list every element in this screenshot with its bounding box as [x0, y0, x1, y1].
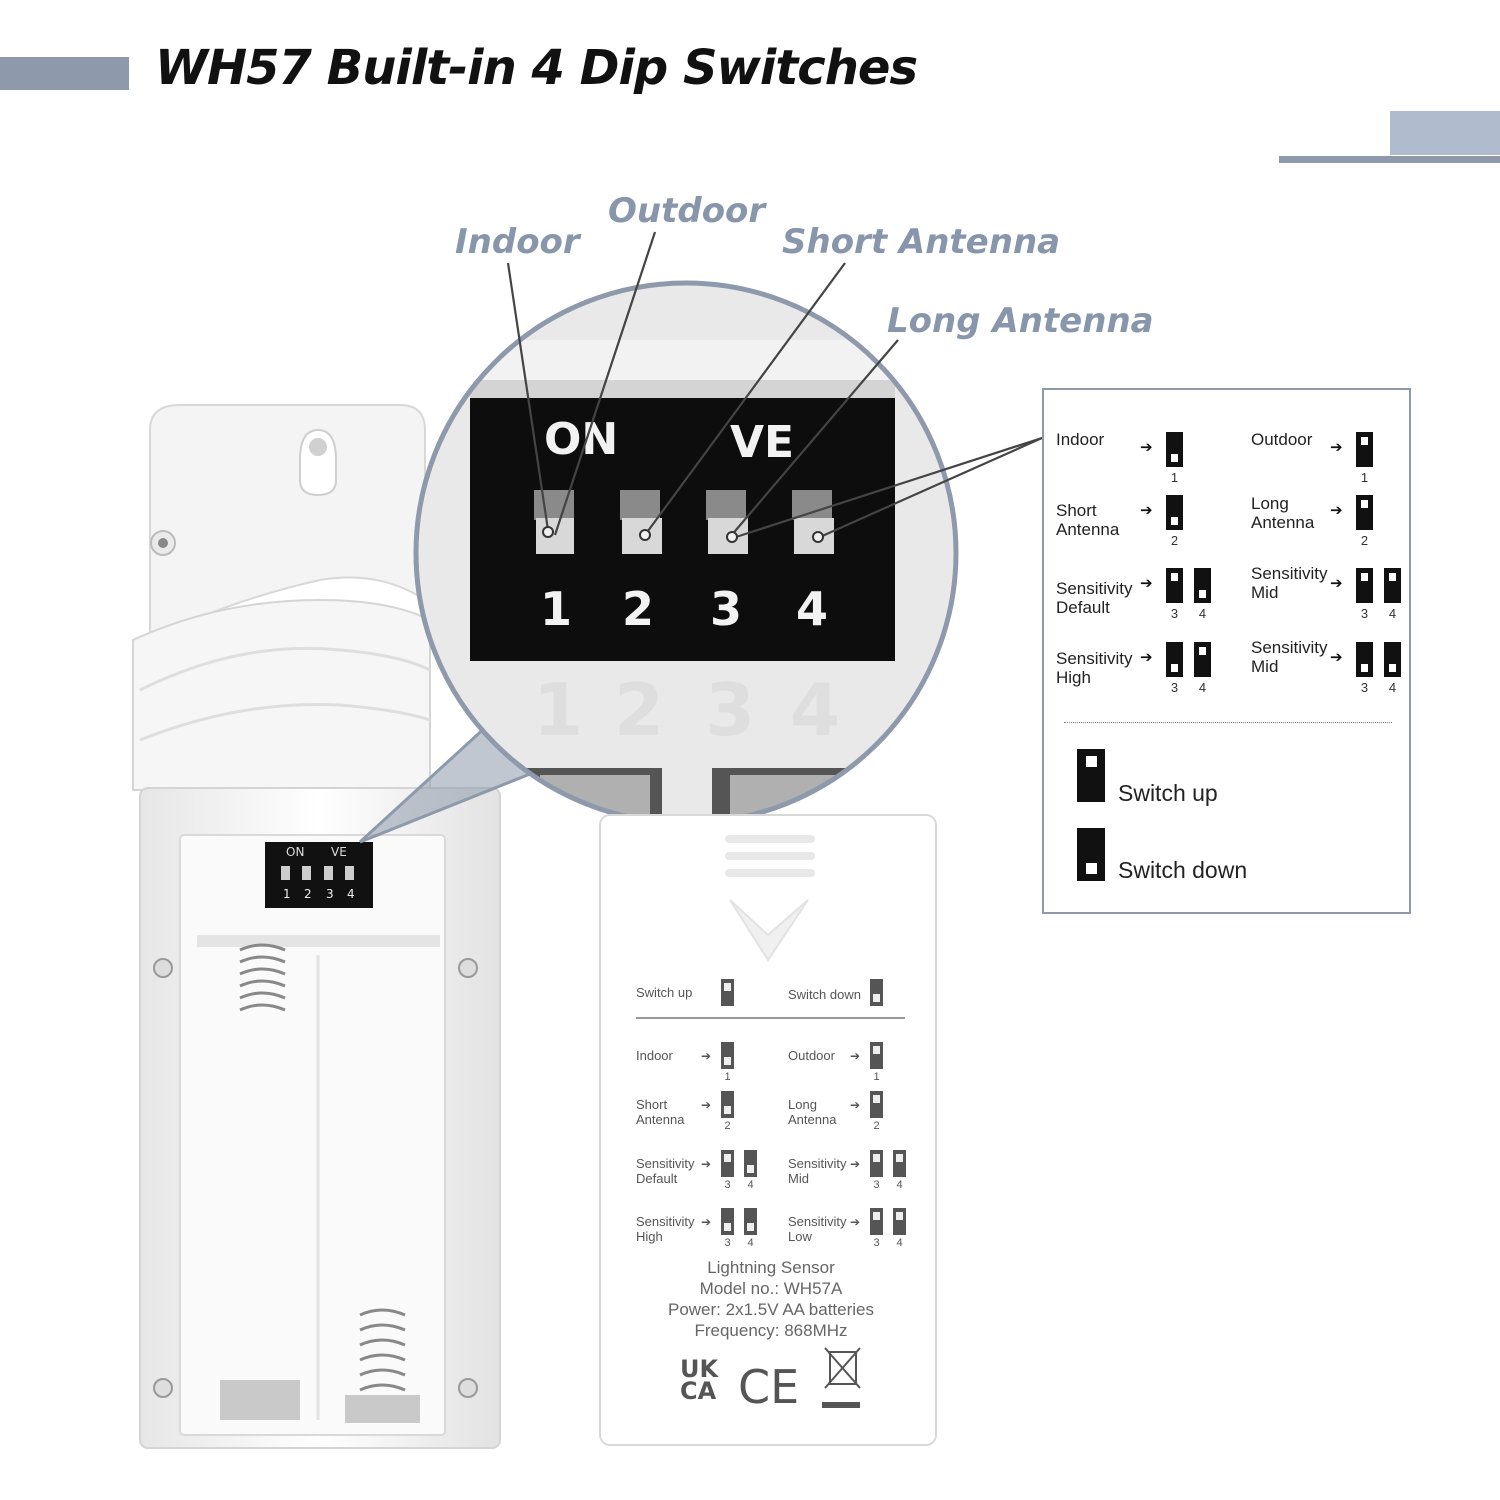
page-title: WH57 Built-in 4 Dip Switches — [155, 40, 918, 96]
arrow-right-icon: ➔ — [1330, 439, 1343, 456]
arrow-right-icon: ➔ — [1140, 502, 1153, 519]
switch-down-key-icon — [1077, 828, 1105, 881]
arrow-right-icon: ➔ — [1330, 575, 1343, 592]
arrow-right-icon: ➔ — [1140, 649, 1153, 666]
svg-text:2: 2 — [622, 582, 654, 636]
legend-entry-label: Sensitivity Mid — [1251, 638, 1328, 676]
arrow-right-icon: ➔ — [1140, 575, 1153, 592]
legend-switch-up-label: Switch up — [1118, 780, 1218, 806]
svg-text:4: 4 — [796, 582, 828, 636]
callout-short-antenna: Short Antenna — [782, 222, 1061, 262]
callout-outdoor: Outdoor — [608, 191, 766, 231]
switch-number-label: 2 — [1360, 533, 1369, 548]
switch-number-label: 2 — [1170, 533, 1179, 548]
dip-switch-down-icon — [1166, 642, 1183, 677]
switch-number-label: 1 — [1360, 470, 1369, 485]
sensor-top-cap — [149, 404, 426, 642]
dip-switch-up-icon — [1166, 568, 1183, 603]
svg-text:1: 1 — [540, 582, 572, 636]
switch-number-label: 3 — [1170, 680, 1179, 695]
arrow-right-icon: ➔ — [1330, 502, 1343, 519]
dip-switch-down-icon — [1384, 642, 1401, 677]
dip-switch-up-icon — [1384, 568, 1401, 603]
switch-number-label: 3 — [1360, 680, 1369, 695]
title-accent-bar — [0, 57, 129, 90]
callout-lines — [506, 231, 1043, 539]
battery-cover — [599, 814, 937, 1446]
svg-text:1: 1 — [283, 887, 291, 901]
svg-text:4: 4 — [790, 668, 840, 752]
switch-number-label: 3 — [1170, 606, 1179, 621]
switch-number-label: 4 — [1198, 606, 1207, 621]
dip-switch-up-icon — [1356, 568, 1373, 603]
dip-switch-down-icon — [1356, 642, 1373, 677]
legend-entry-label: Sensitivity Mid — [1251, 564, 1328, 602]
legend-divider — [1064, 722, 1392, 723]
switch-up-key-icon — [1077, 749, 1105, 802]
callout-indoor: Indoor — [455, 222, 580, 262]
svg-text:2: 2 — [304, 887, 312, 901]
arrow-right-icon: ➔ — [1330, 649, 1343, 666]
svg-text:4: 4 — [347, 887, 355, 901]
svg-text:2: 2 — [614, 668, 664, 752]
svg-text:3: 3 — [710, 582, 742, 636]
legend-entry-label: Indoor — [1056, 430, 1105, 449]
svg-text:ON: ON — [286, 845, 304, 859]
decorative-corner-box — [1390, 111, 1500, 155]
svg-text:3: 3 — [326, 887, 334, 901]
dip-switch-up-icon — [1356, 495, 1373, 530]
switch-number-label: 4 — [1198, 680, 1207, 695]
dip-switch-down-icon — [1166, 495, 1183, 530]
switch-number-label: 4 — [1388, 680, 1397, 695]
legend-entry-label: Sensitivity High — [1056, 649, 1133, 687]
dip-switch-up-icon — [1194, 642, 1211, 677]
legend-entry-label: Short Antenna — [1056, 501, 1120, 539]
decorative-corner-line — [1279, 156, 1500, 163]
dip-switch-down-icon — [1166, 432, 1183, 467]
svg-text:3: 3 — [705, 668, 755, 752]
switch-number-label: 3 — [1360, 606, 1369, 621]
legend-entry-label: Long Antenna — [1251, 494, 1315, 532]
magnifier-connector — [360, 725, 540, 842]
legend-entry-label: Sensitivity Default — [1056, 579, 1133, 617]
svg-text:VE: VE — [730, 417, 794, 468]
dip-switch-up-icon — [1356, 432, 1373, 467]
switch-number-label: 4 — [1388, 606, 1397, 621]
legend-entry-label: Outdoor — [1251, 430, 1313, 449]
dip-switch-down-icon — [1194, 568, 1211, 603]
switch-number-label: 1 — [1170, 470, 1179, 485]
legend-switch-down-label: Switch down — [1118, 857, 1248, 883]
callout-long-antenna: Long Antenna — [887, 301, 1154, 341]
arrow-right-icon: ➔ — [1140, 439, 1153, 456]
svg-text:1: 1 — [533, 668, 583, 752]
sensor-body: ON VE 1 2 3 4 — [139, 787, 501, 1449]
svg-text:VE: VE — [331, 845, 347, 859]
sensor-band — [132, 598, 431, 791]
